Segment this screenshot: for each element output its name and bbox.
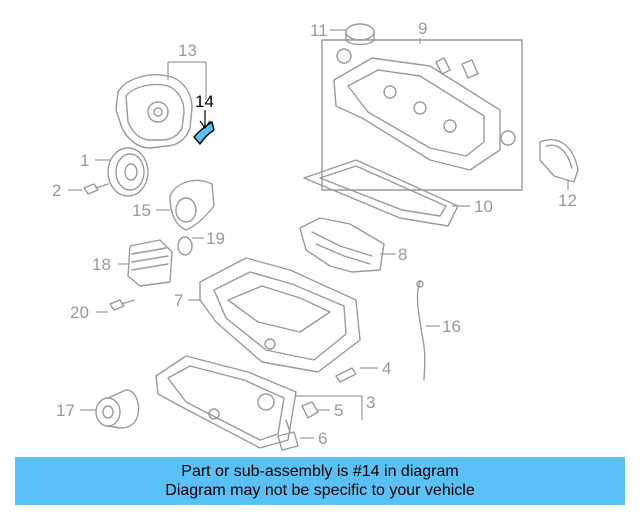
callout-14[interactable]: 14 bbox=[195, 92, 214, 111]
callout-20[interactable]: 20 bbox=[70, 303, 89, 322]
part-4-sensor[interactable] bbox=[335, 367, 357, 383]
part-20-bolt[interactable] bbox=[109, 299, 135, 311]
part-1-pulley[interactable] bbox=[107, 147, 149, 197]
callout-10[interactable]: 10 bbox=[474, 197, 493, 216]
part-12-cover[interactable] bbox=[539, 139, 579, 183]
part-3-lower-oil-pan[interactable] bbox=[155, 355, 297, 449]
callout-16[interactable]: 16 bbox=[442, 317, 461, 336]
callout-4[interactable]: 4 bbox=[382, 359, 391, 378]
callout-8[interactable]: 8 bbox=[398, 245, 407, 264]
part-19-o-ring[interactable] bbox=[177, 236, 193, 256]
part-16-dipstick-tube[interactable] bbox=[416, 280, 426, 381]
part-13-timing-cover[interactable] bbox=[115, 74, 193, 149]
part-14-seal[interactable] bbox=[193, 121, 215, 145]
part-15-bracket[interactable] bbox=[169, 179, 215, 231]
callout-19[interactable]: 19 bbox=[206, 229, 225, 248]
callout-11[interactable]: 11 bbox=[310, 21, 328, 40]
callout-2[interactable]: 2 bbox=[52, 181, 61, 200]
part-6-plug[interactable] bbox=[277, 419, 299, 451]
callout-5[interactable]: 5 bbox=[334, 401, 343, 420]
callout-1[interactable]: 1 bbox=[80, 151, 89, 170]
callout-7[interactable]: 7 bbox=[174, 291, 183, 310]
part-2-bolt[interactable] bbox=[83, 183, 109, 195]
part-8-intake-manifold[interactable] bbox=[299, 217, 385, 273]
part-17-oil-filter[interactable] bbox=[95, 389, 140, 429]
part-11-filler-cap[interactable] bbox=[345, 23, 375, 46]
info-banner: Part or sub-assembly is #14 in diagram D… bbox=[15, 457, 625, 505]
part-10-gasket[interactable] bbox=[303, 159, 459, 227]
callout-13[interactable]: 13 bbox=[178, 41, 197, 60]
part-5-drain-plug[interactable] bbox=[301, 401, 319, 419]
callout-6[interactable]: 6 bbox=[318, 429, 327, 448]
callout-17[interactable]: 17 bbox=[56, 401, 75, 420]
part-9-cylinder-head[interactable] bbox=[321, 39, 523, 191]
banner-line-1: Part or sub-assembly is #14 in diagram bbox=[181, 463, 459, 480]
callout-12[interactable]: 12 bbox=[558, 191, 577, 210]
callout-9[interactable]: 9 bbox=[418, 19, 427, 38]
banner-line-2: Diagram may not be specific to your vehi… bbox=[165, 482, 475, 499]
part-7-upper-oil-pan[interactable] bbox=[199, 257, 361, 373]
parts-diagram: 13 14 1 2 15 19 18 bbox=[52, 19, 579, 451]
callout-15[interactable]: 15 bbox=[132, 201, 151, 220]
callout-3[interactable]: 3 bbox=[366, 393, 375, 412]
part-18-oil-cooler[interactable] bbox=[127, 239, 173, 287]
callout-18[interactable]: 18 bbox=[92, 255, 111, 274]
